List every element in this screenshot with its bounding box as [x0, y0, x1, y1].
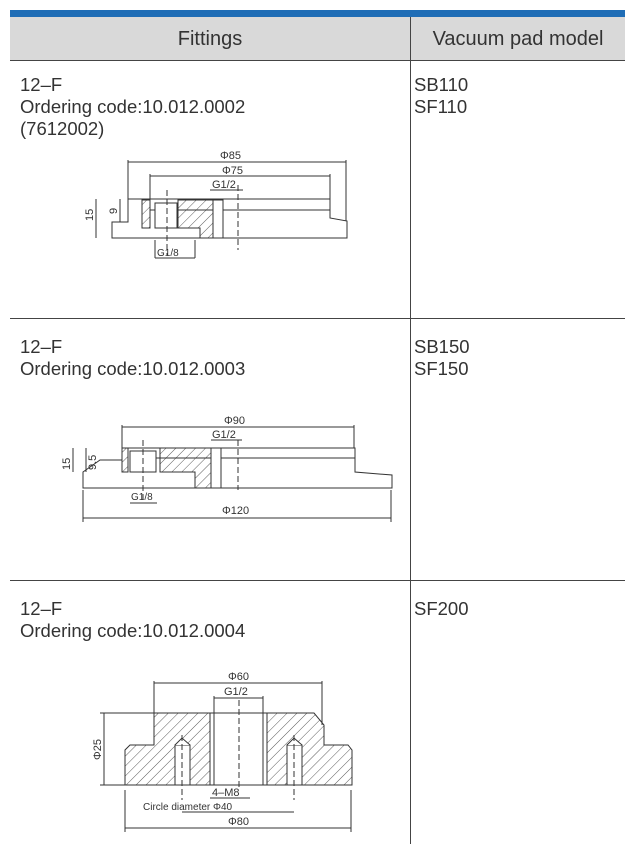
dim-bolts: 4–M8: [212, 787, 240, 799]
row-divider: [10, 318, 625, 319]
drawing-fitting-0004: [100, 681, 353, 832]
dim-inner-diameter: Φ90: [224, 415, 245, 427]
dim-top-diameter: Φ60: [228, 671, 249, 683]
column-header-fittings: Fittings: [177, 28, 243, 50]
dim-top-thread: G1/2: [224, 686, 248, 698]
dim-outer-diameter: Φ120: [222, 505, 249, 517]
model-item: SB150: [414, 336, 470, 357]
fitting-description: 12–F Ordering code:10.012.0002 (7612002): [20, 74, 245, 140]
fitting-name: 12–F: [20, 336, 63, 357]
dim-total-height: 15: [84, 209, 96, 221]
vacuum-pad-models: SF200: [414, 598, 469, 620]
table-header: Fittings Vacuum pad model: [10, 17, 625, 61]
dim-circle-diameter: Circle diameter Φ40: [143, 802, 233, 813]
model-item: SF110: [414, 96, 468, 117]
ordering-code: Ordering code:10.012.0004: [20, 620, 246, 641]
column-divider: [410, 17, 411, 844]
dim-outer-diameter: Φ85: [220, 150, 241, 162]
dim-side-thread: G1/8: [131, 492, 153, 503]
fitting-name: 12–F: [20, 74, 63, 95]
fitting-description: 12–F Ordering code:10.012.0003: [20, 336, 245, 380]
ordering-code: Ordering code:10.012.0003: [20, 358, 246, 379]
drawing-fitting-0002: [95, 160, 348, 259]
dim-side-thread: G1/8: [157, 248, 179, 259]
model-item: SB110: [414, 74, 469, 95]
dim-top-thread: G1/2: [212, 429, 236, 441]
vacuum-pad-models: SB150 SF150: [414, 336, 470, 380]
dim-total-height: 15: [61, 458, 73, 470]
dim-outer-diameter: Φ80: [228, 816, 249, 828]
fitting-name: 12–F: [20, 598, 63, 619]
dim-top-thread: G1/2: [212, 179, 236, 191]
row-divider: [10, 580, 625, 581]
fitting-description: 12–F Ordering code:10.012.0004: [20, 598, 245, 642]
vacuum-pad-models: SB110 SF110: [414, 74, 468, 118]
drawing-fitting-0003: [72, 425, 393, 522]
header-accent-bar: [10, 10, 625, 17]
dim-inner-height: 9.5: [87, 455, 99, 470]
ordering-code: Ordering code:10.012.0002: [20, 96, 246, 117]
dim-inner-height: 9: [108, 208, 120, 214]
dim-height: Φ25: [92, 739, 104, 760]
model-item: SF150: [414, 358, 469, 379]
legacy-code: (7612002): [20, 118, 105, 139]
model-item: SF200: [414, 598, 469, 619]
dim-inner-diameter: Φ75: [222, 165, 243, 177]
